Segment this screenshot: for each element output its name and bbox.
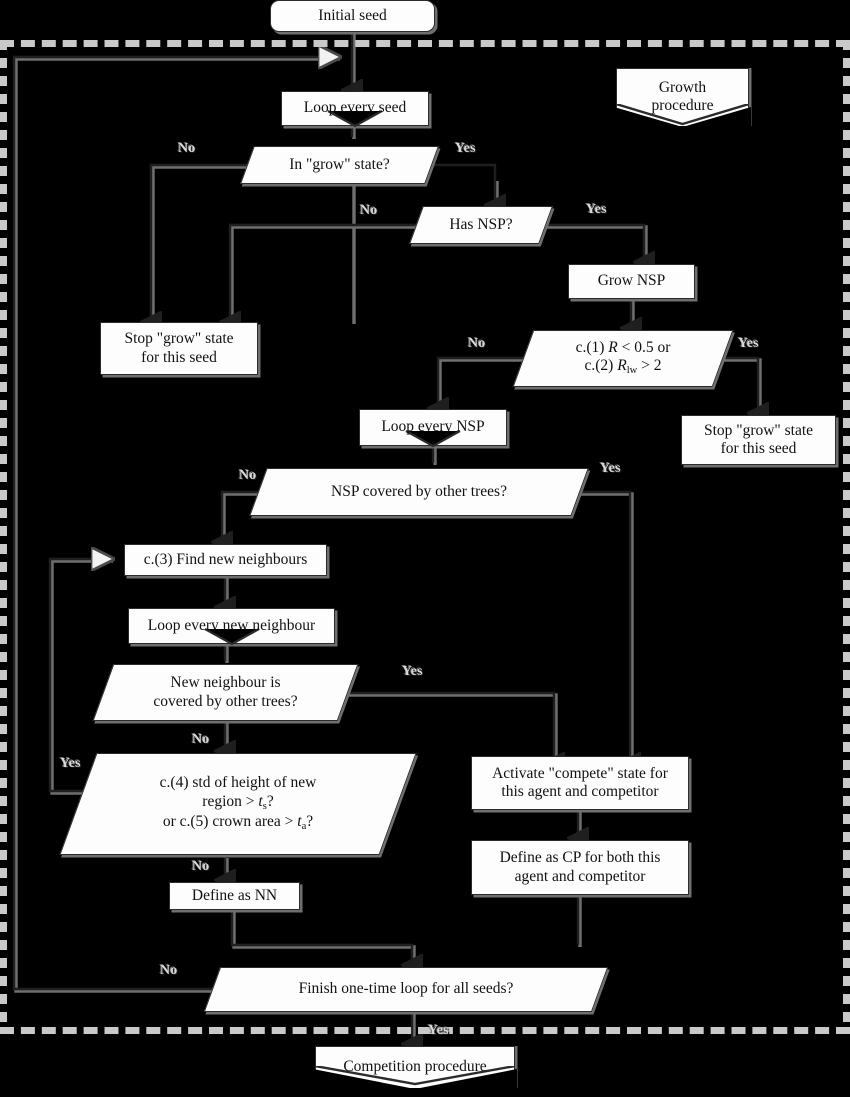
wire-definenn-to-finish <box>230 908 412 965</box>
node-finish-loop-label: Finish one-time loop for all seeds? <box>298 980 514 998</box>
node-find-new-neighbours[interactable]: c.(3) Find new neighbours <box>124 544 327 576</box>
node-define-as-cp[interactable]: Define as CP for both this agent and com… <box>471 840 689 895</box>
wire-nspcovered-yes <box>578 490 630 763</box>
node-initial-seed[interactable]: Initial seed <box>270 0 435 32</box>
wire-growstate-no <box>151 163 247 322</box>
node-competition-procedure-label: Competition procedure <box>343 1057 487 1075</box>
loop-new-neighbour-notch-outline <box>203 628 260 646</box>
node-activate-compete-label: Activate "compete" state for this agent … <box>492 764 668 800</box>
node-growth-procedure-label: Growth procedure <box>651 78 714 114</box>
competition-procedure-notch-outline <box>315 1066 515 1086</box>
node-initial-seed-label: Initial seed <box>318 6 387 24</box>
branch-label-nspcov-yes: Yes <box>600 461 621 476</box>
node-grow-nsp[interactable]: Grow NSP <box>568 264 695 299</box>
growth-procedure-notch-outline <box>616 104 749 126</box>
node-define-as-nn-label: Define as NN <box>191 886 278 904</box>
node-competition-procedure[interactable]: Competition procedure <box>313 1046 517 1089</box>
branch-label-finish-yes: Yes <box>428 1023 449 1038</box>
node-growth-procedure[interactable]: Growth procedure <box>614 68 751 127</box>
branch-label-finish-no: No <box>160 963 178 978</box>
branch-label-cond12-no: No <box>468 336 486 351</box>
node-stop-grow-right-label: Stop "grow" state for this seed <box>703 421 814 457</box>
branch-label-cond12-yes: Yes <box>738 336 759 351</box>
node-stop-grow-left[interactable]: Stop "grow" state for this seed <box>100 322 258 375</box>
wire-hasnsp-no <box>230 223 416 322</box>
node-condition-1-2-label: c.(1) R < 0.5 or c.(2) Rlw > 2 <box>575 339 671 377</box>
node-define-as-cp-label: Define as CP for both this agent and com… <box>499 849 661 885</box>
node-has-nsp-label: Has NSP? <box>449 215 513 233</box>
wire-cond12-yes <box>715 356 758 413</box>
node-in-grow-state-label: In "grow" state? <box>289 155 390 173</box>
branch-label-nspcov-no: No <box>239 468 257 483</box>
node-nsp-covered-label: NSP covered by other trees? <box>331 482 507 500</box>
wire-nbrcovered-yes <box>347 691 554 763</box>
node-loop-every-new-neighbour[interactable]: Loop every new neighbour <box>128 608 335 646</box>
branch-label-cond45-no: No <box>192 859 210 874</box>
node-in-grow-state[interactable]: In "grow" state? <box>240 146 439 184</box>
node-grow-nsp-label: Grow NSP <box>597 272 666 290</box>
node-condition-1-2[interactable]: c.(1) R < 0.5 or c.(2) Rlw > 2 <box>512 330 734 387</box>
branch-label-nsp-no: No <box>360 203 378 218</box>
node-loop-every-nsp[interactable]: Loop every NSP <box>359 409 507 448</box>
node-loop-every-nsp-label: Loop every NSP <box>381 418 485 436</box>
wire-finish-no-loopback <box>12 57 338 991</box>
branch-label-cond45-yes: Yes <box>60 756 81 771</box>
node-stop-grow-right[interactable]: Stop "grow" state for this seed <box>681 415 836 465</box>
node-loop-every-new-neighbour-label: Loop every new neighbour <box>147 616 316 634</box>
node-neighbour-covered-label: New neighbour is covered by other trees? <box>153 674 298 710</box>
branch-label-grow-yes: Yes <box>455 141 476 156</box>
boundary-left-edge <box>0 40 7 1034</box>
node-has-nsp[interactable]: Has NSP? <box>409 206 553 244</box>
node-stop-grow-left-label: Stop "grow" state for this seed <box>124 330 234 366</box>
node-finish-loop[interactable]: Finish one-time loop for all seeds? <box>203 967 609 1012</box>
boundary-right-edge <box>843 40 850 1034</box>
branch-label-nbrcov-no: No <box>192 732 210 747</box>
node-loop-every-seed[interactable]: Loop every seed <box>281 91 429 128</box>
wire-hasnsp-yes <box>546 223 644 262</box>
wire-cond12-no <box>438 356 531 408</box>
branch-label-grow-no: No <box>178 141 196 156</box>
node-condition-4-5[interactable]: c.(4) std of height of new region > ts? … <box>59 753 417 855</box>
branch-label-nbrcov-yes: Yes <box>402 664 423 679</box>
node-neighbour-covered[interactable]: New neighbour is covered by other trees? <box>92 664 359 721</box>
node-nsp-covered[interactable]: NSP covered by other trees? <box>249 468 589 516</box>
node-find-new-neighbours-label: c.(3) Find new neighbours <box>143 550 308 568</box>
node-define-as-nn[interactable]: Define as NN <box>169 882 300 910</box>
branch-label-nsp-yes: Yes <box>586 202 607 217</box>
loop-every-seed-notch-outline <box>327 110 383 128</box>
node-activate-compete[interactable]: Activate "compete" state for this agent … <box>471 756 689 810</box>
loop-every-nsp-notch-outline <box>405 430 461 448</box>
wire-growstate-yes <box>430 163 495 205</box>
node-condition-4-5-label: c.(4) std of height of new region > ts? … <box>159 774 317 833</box>
wire-nspcovered-no <box>222 490 270 542</box>
node-loop-every-seed-label: Loop every seed <box>303 99 407 117</box>
